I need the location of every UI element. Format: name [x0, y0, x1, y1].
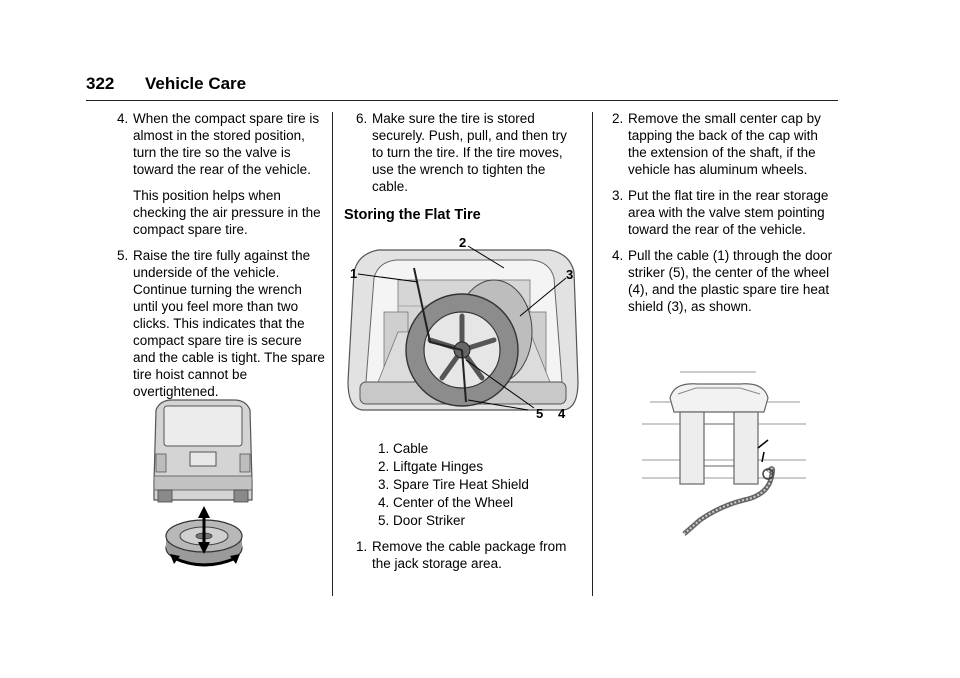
column-1: 4. When the compact spare tire is almost…: [105, 110, 327, 409]
callout-5: 5: [536, 406, 544, 421]
vehicle-rear-spare-illustration: [153, 399, 253, 567]
step-text: Raise the tire fully against the undersi…: [133, 248, 325, 399]
figure-legend: 1. Cable 2. Liftgate Hinges 3. Spare Tir…: [344, 440, 570, 529]
step-number: 3.: [612, 188, 624, 203]
step-6: 6. Make sure the tire is stored securely…: [344, 110, 570, 195]
step-number: 5.: [117, 248, 129, 263]
callout-1: 1: [350, 266, 358, 281]
cargo-area-flat-tire-illustration: [347, 245, 579, 411]
step-4: 4. Pull the cable (1) through the door s…: [600, 247, 838, 315]
step-number: 2.: [612, 111, 624, 126]
section-title: Vehicle Care: [145, 74, 247, 93]
step-text: Make sure the tire is stored securely. P…: [372, 111, 567, 194]
legend-item: 1. Cable: [378, 441, 429, 456]
callout-4: 4: [558, 406, 566, 421]
subsection-heading: Storing the Flat Tire: [344, 207, 481, 223]
column-divider-2: [592, 112, 593, 596]
step-number: 6.: [356, 111, 368, 126]
legend-item: 3. Spare Tire Heat Shield: [378, 477, 529, 492]
door-striker-cable-illustration: [642, 371, 806, 536]
step-text: Pull the cable (1) through the door stri…: [628, 248, 833, 314]
step-4-note: This position helps when checking the ai…: [133, 188, 321, 237]
callout-2: 2: [459, 235, 467, 250]
page-number: 322: [86, 74, 115, 93]
step-number: 4.: [612, 248, 624, 263]
callout-3: 3: [566, 267, 574, 282]
step-number: 1.: [356, 539, 368, 554]
step-text: When the compact spare tire is almost in…: [133, 111, 320, 177]
column-divider-1: [332, 112, 333, 596]
step-text: Put the flat tire in the rear storage ar…: [628, 188, 829, 237]
legend-item: 5. Door Striker: [378, 513, 466, 528]
step-4: 4. When the compact spare tire is almost…: [105, 110, 327, 178]
step-3: 3. Put the flat tire in the rear storage…: [600, 187, 838, 238]
column-2: 6. Make sure the tire is stored securely…: [344, 110, 570, 581]
step-5: 5. Raise the tire fully against the unde…: [105, 247, 327, 400]
legend-item: 4. Center of the Wheel: [378, 495, 514, 510]
step-text: Remove the cable package from the jack s…: [372, 539, 567, 571]
step-1: 1. Remove the cable package from the jac…: [344, 538, 570, 572]
step-number: 4.: [117, 111, 129, 126]
column-3: 2. Remove the small center cap by tappin…: [600, 110, 838, 324]
page-header: 322 Vehicle Care: [86, 70, 838, 101]
step-2: 2. Remove the small center cap by tappin…: [600, 110, 838, 178]
step-text: Remove the small center cap by tapping t…: [628, 111, 821, 177]
legend-item: 2. Liftgate Hinges: [378, 459, 484, 474]
